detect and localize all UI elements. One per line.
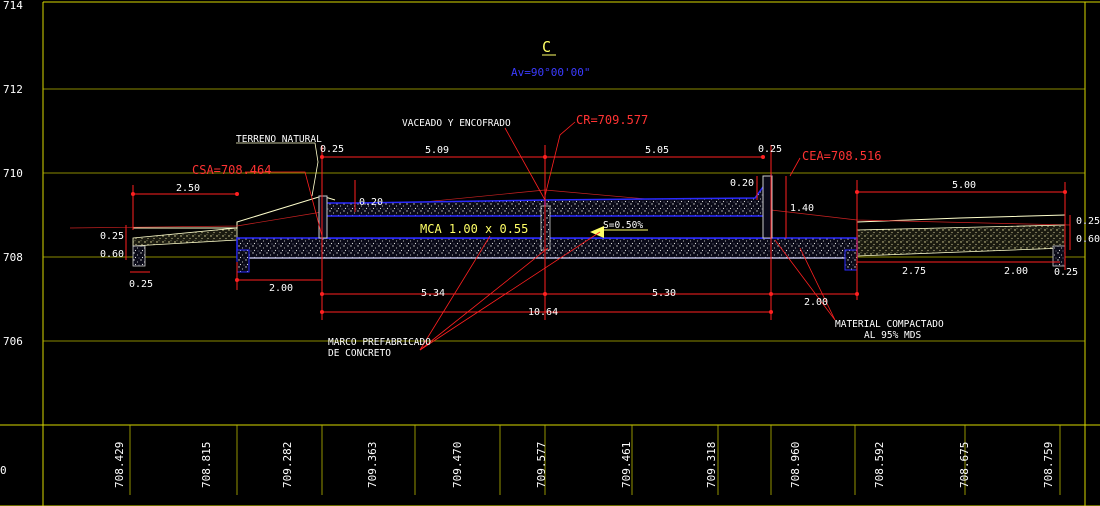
left-headwall xyxy=(318,195,328,239)
profile-value: 709.363 xyxy=(366,442,379,488)
azimuth-label: Av=90°00'00" xyxy=(511,66,590,79)
left-curb xyxy=(132,245,146,267)
dim-060-right: 0.60 xyxy=(1076,234,1100,245)
marco-label-line1: MARCO PREFABRICADO xyxy=(328,337,431,348)
profile-value: 709.577 xyxy=(535,442,548,488)
vaceado-label: VACEADO Y ENCOFRADO xyxy=(402,118,511,129)
dim-025-side-right: 0.25 xyxy=(1076,216,1100,227)
marco-label-line2: DE CONCRETO xyxy=(328,348,391,359)
dim-275: 2.75 xyxy=(902,266,926,277)
cr-label: CR=709.577 xyxy=(576,113,648,127)
left-toe xyxy=(236,249,250,273)
dimension-ticks xyxy=(131,155,1067,314)
elevation-label-708: 708 xyxy=(3,251,23,264)
elevation-label-714: 714 xyxy=(3,0,23,12)
profile-value: 708.429 xyxy=(113,442,126,488)
dim-200-right: 2.00 xyxy=(804,297,828,308)
dim-020-left: 0.20 xyxy=(359,197,383,208)
dim-025-top-left: 0.25 xyxy=(320,144,344,155)
dim-200-far: 2.00 xyxy=(1004,266,1028,277)
mca-label: MCA 1.00 x 0.55 xyxy=(420,222,528,236)
elevation-label-706: 706 xyxy=(3,335,23,348)
profile-value: 709.282 xyxy=(281,442,294,488)
slope-label: S=0.50% xyxy=(603,220,643,231)
profile-value: 708.759 xyxy=(1042,442,1055,488)
cea-label: CEA=708.516 xyxy=(802,149,881,163)
profile-value: 708.960 xyxy=(789,442,802,488)
centerline-symbol: C xyxy=(542,38,551,56)
leader-lines xyxy=(245,121,836,351)
dim-534: 5.34 xyxy=(421,288,445,299)
elevation-label-710: 710 xyxy=(3,167,23,180)
terreno-natural-label: TERRENO NATURAL xyxy=(236,134,322,145)
profile-value: 708.675 xyxy=(958,442,971,488)
dim-060-left: 0.60 xyxy=(100,249,124,260)
slope-arrow xyxy=(590,226,604,238)
dim-025-far: 0.25 xyxy=(1054,267,1078,278)
dim-505: 5.05 xyxy=(645,145,669,156)
dim-020-right: 0.20 xyxy=(730,178,754,189)
dim-509: 5.09 xyxy=(425,145,449,156)
dim-500: 5.00 xyxy=(952,180,976,191)
right-curb xyxy=(1052,245,1066,267)
dim-530: 5.30 xyxy=(652,288,676,299)
profile-value: 709.470 xyxy=(451,442,464,488)
dim-200-left: 2.00 xyxy=(269,283,293,294)
csa-label: CSA=708.464 xyxy=(192,163,271,177)
right-headwall xyxy=(762,175,773,239)
profile-value: 709.318 xyxy=(705,442,718,488)
material-label-line2: AL 95% MDS xyxy=(864,330,921,341)
dim-025-bottom-left: 0.25 xyxy=(129,279,153,290)
profile-value: 709.461 xyxy=(620,442,633,488)
dim-250: 2.50 xyxy=(176,183,200,194)
left-approach-fill xyxy=(132,227,238,247)
dimension-lines xyxy=(125,145,1071,320)
profile-value: 708.815 xyxy=(200,442,213,488)
dim-1064: 10.64 xyxy=(528,307,558,318)
material-label-line1: MATERIAL COMPACTADO xyxy=(835,319,944,330)
dim-140: 1.40 xyxy=(790,203,814,214)
elevation-label-712: 712 xyxy=(3,83,23,96)
right-toe xyxy=(844,249,858,271)
right-approach-fill xyxy=(856,224,1066,257)
band-stub: 0 xyxy=(0,464,7,477)
elevation-gridlines xyxy=(43,88,1085,342)
dim-025-side-left: 0.25 xyxy=(100,231,124,242)
terreno-leader xyxy=(236,142,319,197)
profile-value: 708.592 xyxy=(873,442,886,488)
dim-025-top-right: 0.25 xyxy=(758,144,782,155)
band-ticks xyxy=(129,425,1061,495)
